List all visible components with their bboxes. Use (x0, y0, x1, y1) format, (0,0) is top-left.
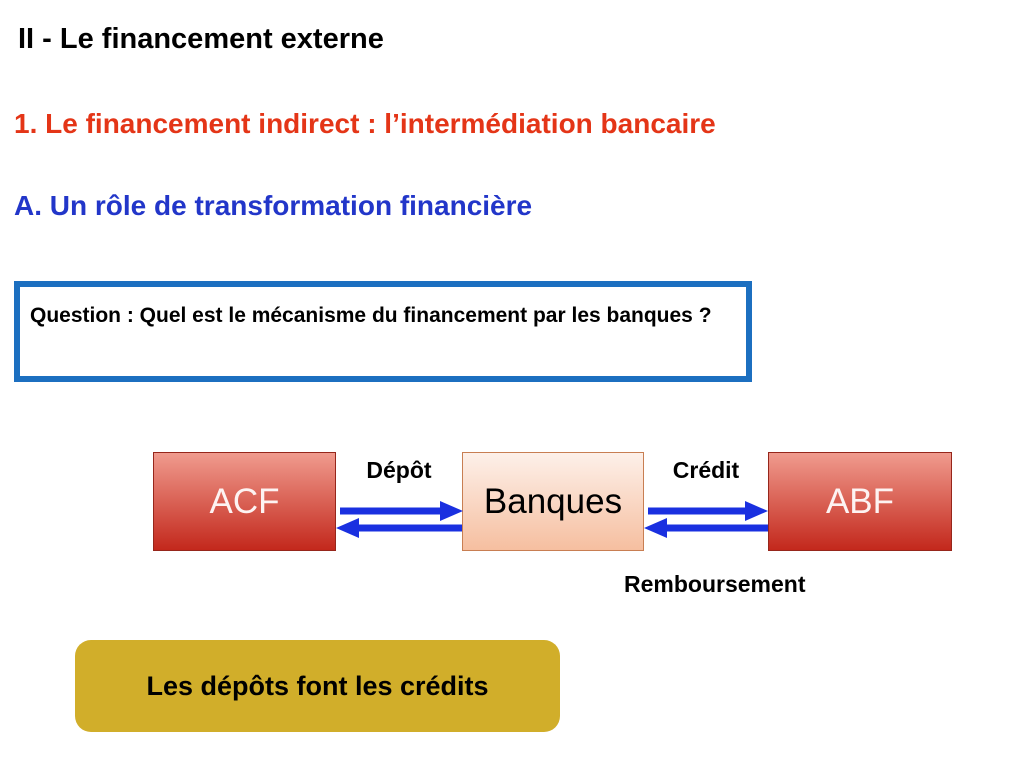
credit-label: Crédit (672, 457, 740, 483)
subsection-heading: A. Un rôle de transformation financière (14, 190, 533, 221)
acf-label: ACF (209, 481, 280, 521)
banques-label: Banques (483, 481, 623, 521)
abf-label: ABF (825, 481, 895, 521)
abf-box: ABF (768, 452, 952, 551)
banques-to-acf-arrow-icon (336, 518, 462, 538)
deposit-label: Dépôt (366, 457, 432, 483)
question-text: Question : Quel est le mécanisme du fina… (30, 304, 712, 327)
banques-box: Banques (462, 452, 644, 551)
slide-title: II - Le financement externe (18, 23, 384, 55)
conclusion-text: Les dépôts font les crédits (146, 670, 489, 701)
question-box: Question : Quel est le mécanisme du fina… (14, 281, 752, 382)
repayment-arrow-icon (644, 518, 768, 538)
acf-box: ACF (153, 452, 336, 551)
section-heading: 1. Le financement indirect : l’intermédi… (14, 108, 716, 139)
repayment-label: Remboursement (624, 571, 806, 597)
deposit-arrow-icon (340, 501, 463, 521)
conclusion-box: Les dépôts font les crédits (75, 640, 560, 732)
credit-arrow-icon (648, 501, 768, 521)
flow-arrows-icon (336, 501, 768, 538)
